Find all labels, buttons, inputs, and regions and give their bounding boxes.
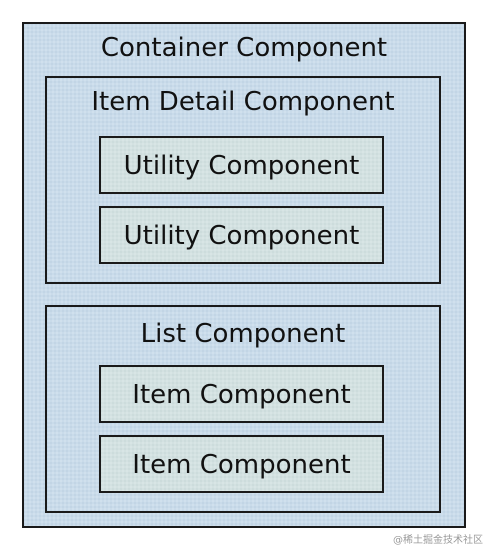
item-detail-component-label: Item Detail Component (91, 87, 395, 117)
utility-component-label: Utility Component (123, 221, 360, 251)
watermark-text: @稀土掘金技术社区 (393, 535, 483, 546)
list-component-box: List Component Item Component Item Compo… (45, 305, 441, 513)
utility-component-box: Utility Component (99, 136, 384, 194)
item-component-label: Item Component (132, 380, 351, 410)
item-component-box: Item Component (99, 365, 384, 423)
item-component-box: Item Component (99, 435, 384, 493)
item-component-label: Item Component (132, 450, 351, 480)
list-component-label: List Component (140, 319, 346, 349)
utility-component-label: Utility Component (123, 151, 360, 181)
item-detail-component-box: Item Detail Component Utility Component … (45, 76, 441, 284)
utility-component-box: Utility Component (99, 206, 384, 264)
container-component-box: Container Component Item Detail Componen… (22, 22, 466, 528)
container-component-label: Container Component (100, 33, 388, 63)
